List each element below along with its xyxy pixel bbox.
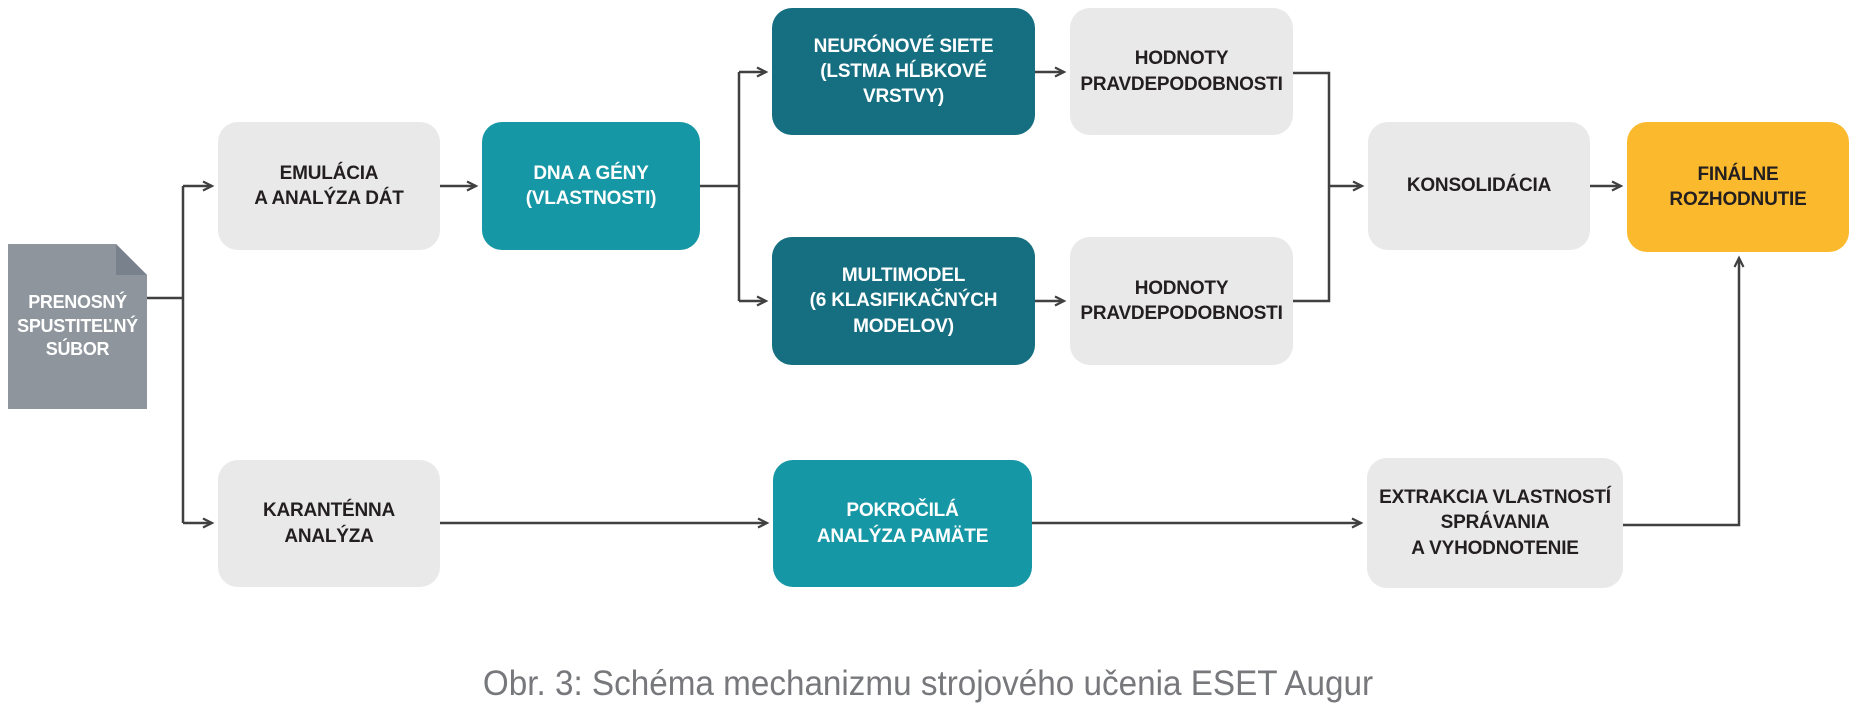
node-label-line: KONSOLIDÁCIA <box>1406 175 1552 197</box>
node-label-line: HODNOTY <box>1134 48 1229 70</box>
node-label: PRENOSNÝ SPUSTITEĽNÝ SÚBOR <box>8 244 147 409</box>
node-label-line: MODELOV) <box>853 315 954 337</box>
node-label-line: A ANALÝZA DÁT <box>254 188 404 209</box>
node-label-line: ANALÝZA PAMÄTE <box>816 525 989 547</box>
node-label-line: POKROČILÁ <box>846 500 959 522</box>
node-label-line: (6 KLASIFIKAČNÝCH <box>809 290 998 312</box>
connector-hodnoty-merge <box>1293 71 1331 303</box>
node-hodnoty-pravdepodobnosti-1: HODNOTY PRAVDEPODOBNOSTI <box>1070 8 1293 135</box>
node-label-line: A VYHODNOTENIE <box>1411 537 1579 559</box>
node-prenosny-subor: PRENOSNÝ SPUSTITEĽNÝ SÚBOR <box>8 244 147 409</box>
node-multimodel: MULTIMODEL (6 KLASIFIKAČNÝCH MODELOV) <box>772 237 1035 365</box>
node-label-line: EXTRAKCIA VLASTNOSTÍ <box>1379 487 1611 509</box>
node-label-line: DNA A GÉNY <box>533 162 649 184</box>
node-pokrocila-analyza-pamate: POKROČILÁ ANALÝZA PAMÄTE <box>773 460 1032 587</box>
node-label-line: PRENOSNÝ <box>28 291 127 312</box>
node-extrakcia-vlastnosti: EXTRAKCIA VLASTNOSTÍ SPRÁVANIA A VYHODNO… <box>1367 458 1623 588</box>
node-label-line: VRSTVY) <box>863 86 944 108</box>
node-label-line: (LSTMA HĹBKOVÉ <box>820 60 987 82</box>
node-label-line: ROZHODNUTIE <box>1669 189 1807 210</box>
document-icon <box>8 244 147 409</box>
node-emulacia: EMULÁCIA A ANALÝZA DÁT <box>218 122 440 250</box>
node-label-line: MULTIMODEL <box>841 265 966 287</box>
node-konsolidacia: KONSOLIDÁCIA <box>1368 122 1590 250</box>
node-label-line: NEURÓNOVÉ SIETE <box>813 35 994 57</box>
node-label-line: PRAVDEPODOBNOSTI <box>1080 73 1283 95</box>
node-dna-a-geny: DNA A GÉNY (VLASTNOSTI) <box>482 122 700 250</box>
node-label-line: HODNOTY <box>1134 277 1229 299</box>
connector-extrakcia-finalne <box>1623 255 1745 527</box>
node-label-line: SPRÁVANIA <box>1440 512 1550 534</box>
node-label-line: SÚBOR <box>45 339 110 360</box>
figure-caption: Obr. 3: Schéma mechanizmu strojového uče… <box>482 664 1374 703</box>
node-label-line: ANALÝZA <box>284 525 374 547</box>
node-neuronove-siete: NEURÓNOVÉ SIETE (LSTMA HĹBKOVÉ VRSTVY) <box>772 8 1035 135</box>
node-label-line: SPUSTITEĽNÝ <box>17 315 138 336</box>
node-label-line: PRAVDEPODOBNOSTI <box>1080 303 1283 324</box>
node-label-line: (VLASTNOSTI) <box>525 188 657 209</box>
node-label-line: KARANTÉNNA <box>262 500 396 522</box>
node-karantenna-analyza: KARANTÉNNA ANALÝZA <box>218 460 440 587</box>
node-label-line: FINÁLNE <box>1697 163 1779 185</box>
node-finalne-rozhodnutie: FINÁLNE ROZHODNUTIE <box>1627 122 1849 252</box>
node-label-line: EMULÁCIA <box>279 162 379 184</box>
node-hodnoty-pravdepodobnosti-2: HODNOTY PRAVDEPODOBNOSTI <box>1070 237 1293 365</box>
